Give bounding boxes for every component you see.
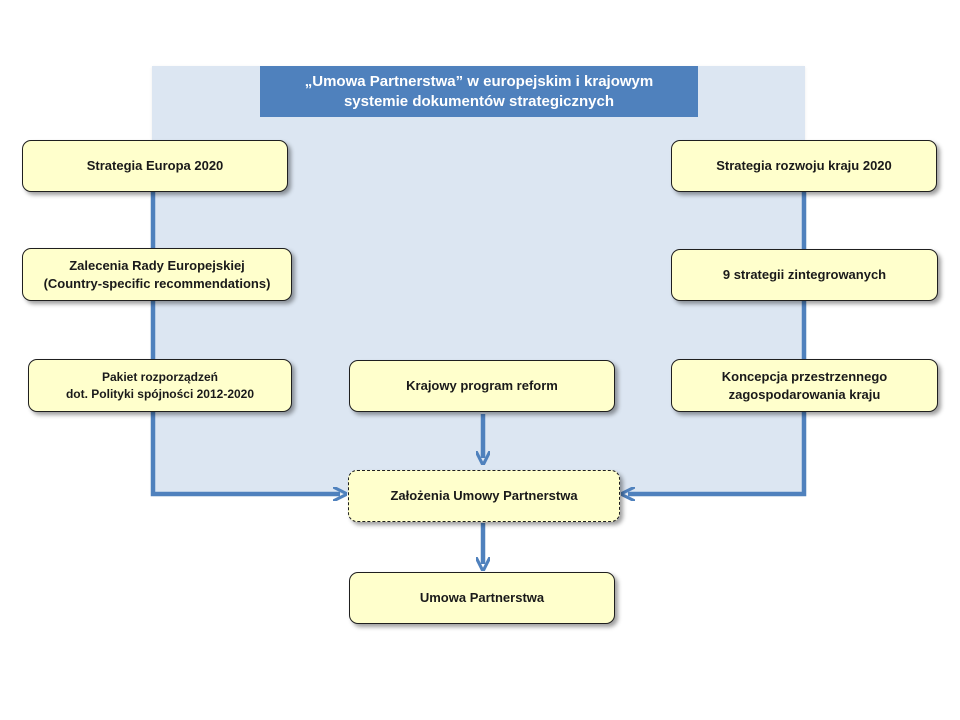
title-line-2: systemie dokumentów strategicznych	[343, 92, 615, 110]
node-umowa-partnerstwa: Umowa Partnerstwa	[349, 572, 615, 624]
node-label: Założenia Umowy Partnerstwa	[390, 488, 578, 503]
node-label: Krajowy program reform	[406, 378, 558, 393]
title-line-1: „Umowa Partnerstwa” w europejskim i kraj…	[304, 72, 654, 90]
node-strategia-rozwoju-kraju: Strategia rozwoju kraju 2020	[671, 140, 937, 192]
diagram-title: „Umowa Partnerstwa” w europejskim i kraj…	[260, 66, 698, 117]
node-label: 9 strategii zintegrowanych	[722, 267, 887, 282]
node-label: Umowa Partnerstwa	[419, 590, 545, 605]
node-label: dot. Polityki spójności 2012-2020	[65, 386, 255, 401]
node-label: Strategia Europa 2020	[86, 158, 224, 173]
node-koncepcja-przestrzennego: Koncepcja przestrzennego zagospodarowani…	[671, 359, 938, 412]
node-label: zagospodarowania kraju	[728, 386, 881, 402]
node-krajowy-program-reform: Krajowy program reform	[349, 360, 615, 412]
node-strategia-europa-2020: Strategia Europa 2020	[22, 140, 288, 192]
node-label: Koncepcja przestrzennego	[721, 368, 888, 384]
left-connector	[150, 192, 340, 494]
node-zalecenia-rady: Zalecenia Rady Europejskiej (Country-spe…	[22, 248, 292, 301]
node-pakiet-rozporzadzen: Pakiet rozporządzeń dot. Polityki spójno…	[28, 359, 292, 412]
node-9-strategii: 9 strategii zintegrowanych	[671, 249, 938, 301]
node-zalozenia-umowy: Założenia Umowy Partnerstwa	[348, 470, 620, 522]
node-label: (Country-specific recommendations)	[43, 275, 271, 291]
node-label: Zalecenia Rady Europejskiej	[69, 257, 245, 273]
node-label: Strategia rozwoju kraju 2020	[716, 158, 892, 173]
right-connector	[628, 192, 807, 494]
node-label: Pakiet rozporządzeń	[101, 369, 218, 384]
